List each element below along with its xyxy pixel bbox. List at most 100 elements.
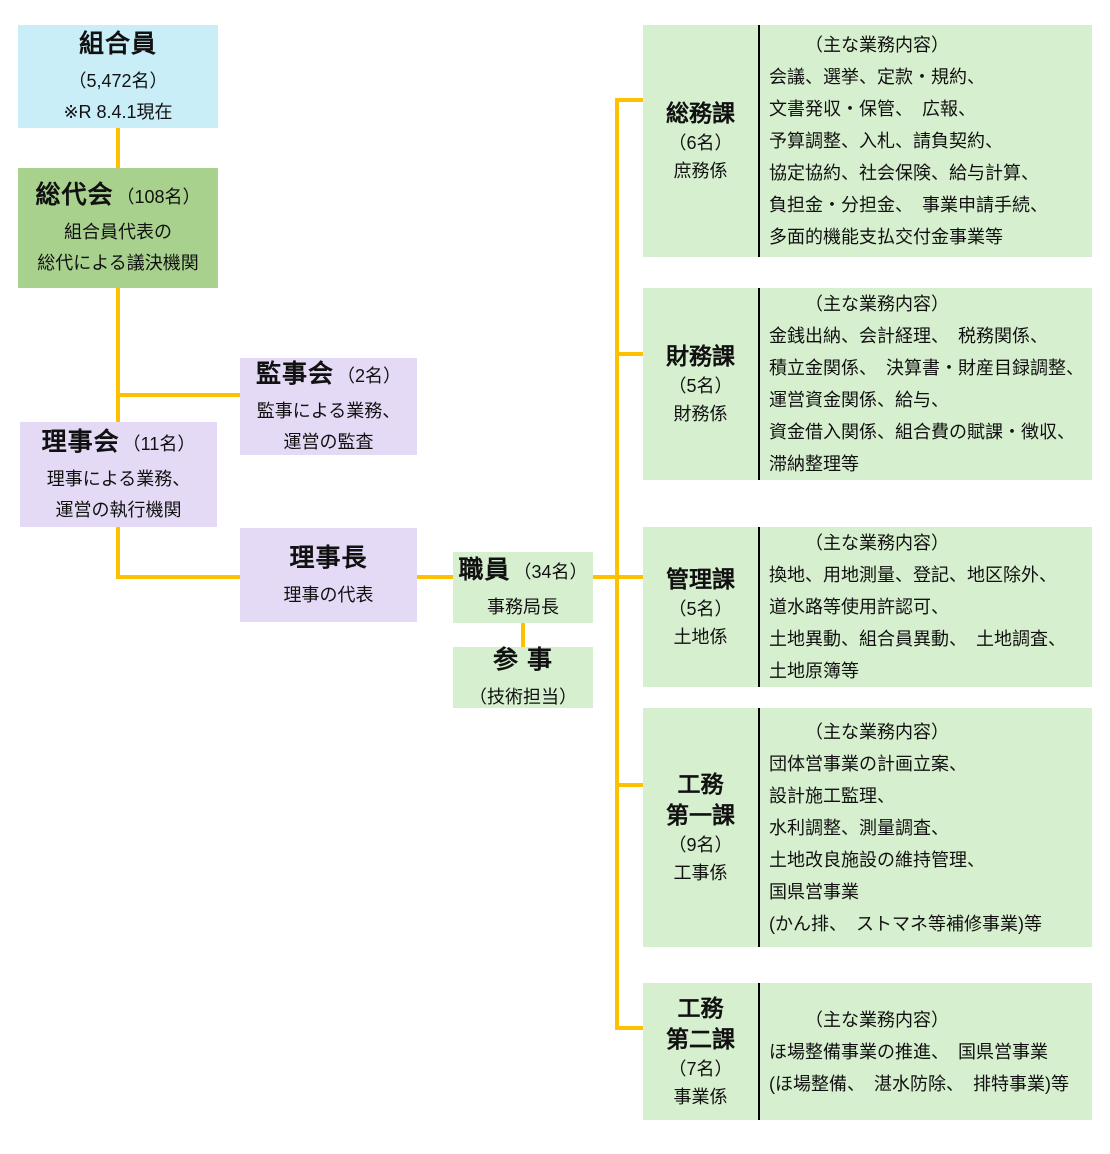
node-president: 理事長 理事の代表 bbox=[240, 528, 417, 622]
node-title: 理事長 bbox=[289, 543, 368, 572]
node-count: （5,472名） bbox=[68, 70, 168, 91]
duty-line: 予算調整、入札、請負契約、 bbox=[769, 131, 1003, 151]
divider bbox=[758, 527, 760, 687]
node-desc: （技術担当） bbox=[469, 687, 577, 707]
duty-line: 負担金・分担金、 事業申請手続、 bbox=[769, 195, 1048, 215]
dept-count: （7名） bbox=[668, 1058, 733, 1079]
duty-line: 運営資金関係、給与、 bbox=[769, 390, 949, 410]
duties-heading: （主な業務内容） bbox=[805, 35, 949, 55]
dept-name: 第一課 bbox=[666, 801, 735, 828]
dept-section: 財務係 bbox=[673, 403, 728, 424]
node-desc: 運営の執行機関 bbox=[55, 499, 182, 520]
connector-elbow-president bbox=[116, 575, 240, 579]
node-desc: 監事による業務、 bbox=[256, 400, 401, 421]
node-representatives-assembly: 総代会（108名） 組合員代表の 総代による議決機関 bbox=[18, 168, 218, 288]
dept-name: 工務 bbox=[677, 770, 724, 797]
duty-line: ほ場整備事業の推進、 国県営事業 bbox=[769, 1041, 1048, 1062]
duty-line: 土地原簿等 bbox=[769, 661, 859, 681]
duty-line: (ほ場整備、 湛水防除、 排特事業)等 bbox=[769, 1073, 1069, 1094]
connector-president-staff bbox=[417, 575, 453, 579]
duty-line: (かん排、 ストマネ等補修事業)等 bbox=[769, 913, 1042, 934]
duty-line: 金銭出納、会計経理、 税務関係、 bbox=[769, 326, 1048, 346]
divider bbox=[758, 708, 760, 947]
dept-name-panel: 工務 第一課 （9名） 工事係 bbox=[643, 708, 758, 947]
dept-name: 工務 bbox=[677, 994, 724, 1021]
dept-name: 総務課 bbox=[666, 99, 735, 126]
node-title: 監事会（2名） bbox=[255, 359, 402, 388]
connector-stub-koumu1 bbox=[615, 783, 643, 787]
divider bbox=[758, 288, 760, 480]
node-title: 参 事 bbox=[493, 646, 553, 674]
dept-engineering-second: 工務 第二課 （7名） 事業係 （主な業務内容） ほ場整備事業の推進、 国県営事… bbox=[643, 983, 1092, 1120]
dept-count: （5名） bbox=[668, 598, 733, 619]
node-desc: 組合員代表の bbox=[64, 222, 172, 242]
divider bbox=[758, 25, 760, 257]
dept-name-panel: 総務課 （6名） 庶務係 bbox=[643, 25, 758, 257]
node-desc: 総代による議決機関 bbox=[37, 253, 199, 273]
connector-branch-auditors bbox=[116, 393, 240, 397]
node-desc: 理事による業務、 bbox=[46, 468, 191, 489]
node-title: 総代会（108名） bbox=[35, 181, 201, 209]
dept-finance: 財務課 （5名） 財務係 （主な業務内容） 金銭出納、会計経理、 税務関係、 積… bbox=[643, 288, 1092, 480]
duty-line: 水利調整、測量調査、 bbox=[769, 817, 949, 838]
dept-count: （5名） bbox=[668, 375, 733, 396]
duty-line: 土地異動、組合員異動、 土地調査、 bbox=[769, 629, 1066, 649]
node-desc: 事務局長 bbox=[487, 597, 559, 617]
dept-section: 事業係 bbox=[673, 1086, 728, 1107]
duty-line: 滞納整理等 bbox=[769, 454, 859, 474]
connector-stub-koumu2 bbox=[615, 1026, 643, 1030]
dept-section: 土地係 bbox=[673, 626, 728, 647]
dept-section: 庶務係 bbox=[673, 160, 728, 181]
node-auditors-board: 監事会（2名） 監事による業務、 運営の監査 bbox=[240, 358, 417, 455]
duty-line: 多面的機能支払交付金事業等 bbox=[769, 227, 1003, 247]
dept-duties-panel: （主な業務内容） 換地、用地測量、登記、地区除外、 道水路等使用許認可、 土地異… bbox=[760, 527, 1092, 687]
node-counselor: 参 事 （技術担当） bbox=[453, 646, 593, 708]
dept-duties-panel: （主な業務内容） 団体営事業の計画立案、 設計施工監理、 水利調整、測量調査、 … bbox=[760, 708, 1092, 947]
dept-name-panel: 財務課 （5名） 財務係 bbox=[643, 288, 758, 480]
dept-section: 工事係 bbox=[673, 862, 728, 883]
dept-duties-panel: （主な業務内容） 会議、選挙、定款・規約、 文書発収・保管、 広報、 予算調整、… bbox=[760, 25, 1092, 257]
dept-count: （9名） bbox=[668, 834, 733, 855]
duties-heading: （主な業務内容） bbox=[805, 721, 949, 742]
duty-line: 換地、用地測量、登記、地区除外、 bbox=[769, 565, 1057, 585]
node-desc: 理事の代表 bbox=[283, 584, 374, 605]
node-desc: 運営の監査 bbox=[283, 431, 374, 452]
connector-trunk bbox=[615, 98, 619, 1030]
connector-stub-soumu bbox=[615, 98, 643, 102]
connector-directors-elbow bbox=[116, 527, 120, 579]
node-members: 組合員 （5,472名） ※R 8.4.1現在 bbox=[18, 25, 218, 128]
duty-line: 資金借入関係、組合費の賦課・徴収、 bbox=[769, 422, 1075, 442]
connector-stub-zaimu bbox=[615, 352, 643, 356]
duty-line: 国県営事業 bbox=[769, 881, 859, 902]
duty-line: 協定協約、社会保険、給与計算、 bbox=[769, 163, 1039, 183]
dept-engineering-first: 工務 第一課 （9名） 工事係 （主な業務内容） 団体営事業の計画立案、 設計施… bbox=[643, 708, 1092, 947]
dept-name: 管理課 bbox=[666, 565, 735, 592]
divider bbox=[758, 983, 760, 1120]
dept-duties-panel: （主な業務内容） ほ場整備事業の推進、 国県営事業 (ほ場整備、 湛水防除、 排… bbox=[760, 983, 1092, 1120]
dept-general-affairs: 総務課 （6名） 庶務係 （主な業務内容） 会議、選挙、定款・規約、 文書発収・… bbox=[643, 25, 1092, 257]
dept-name-panel: 工務 第二課 （7名） 事業係 bbox=[643, 983, 758, 1120]
duties-heading: （主な業務内容） bbox=[805, 294, 949, 314]
node-staff: 職員（34名） 事務局長 bbox=[453, 552, 593, 623]
node-title: 理事会（11名） bbox=[41, 427, 196, 456]
duty-line: 設計施工監理、 bbox=[769, 785, 895, 806]
duty-line: 会議、選挙、定款・規約、 bbox=[769, 67, 985, 87]
dept-name: 財務課 bbox=[666, 342, 735, 369]
node-title: 組合員 bbox=[78, 29, 157, 58]
duty-line: 土地改良施設の維持管理、 bbox=[769, 849, 985, 870]
connector-staff-counselor bbox=[521, 623, 525, 647]
dept-count: （6名） bbox=[668, 132, 733, 153]
dept-duties-panel: （主な業務内容） 金銭出納、会計経理、 税務関係、 積立金関係、 決算書・財産目… bbox=[760, 288, 1092, 480]
dept-name-panel: 管理課 （5名） 土地係 bbox=[643, 527, 758, 687]
dept-name: 第二課 bbox=[666, 1025, 735, 1052]
connector-assembly-directors bbox=[116, 288, 120, 422]
connector-members-assembly bbox=[116, 128, 120, 168]
node-title: 職員（34名） bbox=[458, 556, 588, 584]
duty-line: 文書発収・保管、 広報、 bbox=[769, 99, 976, 119]
duty-line: 団体営事業の計画立案、 bbox=[769, 753, 967, 774]
node-note: ※R 8.4.1現在 bbox=[63, 101, 173, 122]
duty-line: 積立金関係、 決算書・財産目録調整、 bbox=[769, 358, 1084, 378]
duties-heading: （主な業務内容） bbox=[805, 533, 949, 553]
dept-land-management: 管理課 （5名） 土地係 （主な業務内容） 換地、用地測量、登記、地区除外、 道… bbox=[643, 527, 1092, 687]
